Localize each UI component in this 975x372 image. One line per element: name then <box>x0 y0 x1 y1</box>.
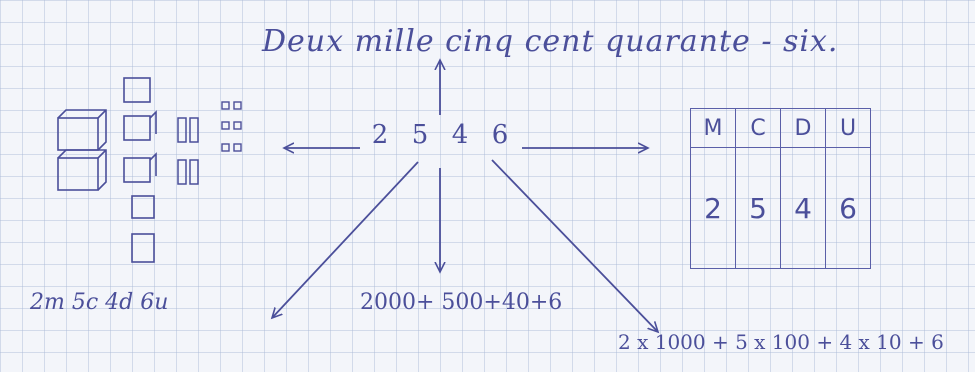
place-value-header-row: M C D U <box>690 108 871 148</box>
header-thousands: M <box>690 108 736 148</box>
header-tens: D <box>780 108 826 148</box>
cell-hundreds: 5 <box>735 147 781 269</box>
arrow-down-left <box>272 161 419 318</box>
decomposition-units: 2m 5c 4d 6u <box>30 290 169 315</box>
unit-cube <box>221 101 230 110</box>
arrows <box>272 60 658 332</box>
place-value-digit-row: 2 5 4 6 <box>690 147 871 269</box>
digit-units: 6 <box>491 120 509 150</box>
hundred-flat <box>131 233 155 263</box>
header-units: U <box>825 108 871 148</box>
cell-thousands: 2 <box>690 147 736 269</box>
thousand-cubes <box>57 109 107 191</box>
hundred-flat <box>123 77 151 103</box>
unit-cube <box>233 121 242 130</box>
digit-thousands: 2 <box>371 120 389 150</box>
unit-cube <box>233 101 242 110</box>
thousand-cube <box>57 109 107 151</box>
decomposition-multiplication: 2 x 1000 + 5 x 100 + 4 x 10 + 6 <box>618 330 944 354</box>
cell-tens: 4 <box>780 147 826 269</box>
hundred-flat <box>123 157 151 183</box>
unit-cube <box>233 143 242 152</box>
unit-cube <box>221 121 230 130</box>
thousand-cube <box>57 149 107 191</box>
ten-rods <box>177 117 199 185</box>
arrow-down-right <box>491 159 658 332</box>
header-hundreds: C <box>735 108 781 148</box>
ten-rod <box>177 117 187 143</box>
digit-hundreds: 5 <box>411 120 429 150</box>
place-value-table: M C D U 2 5 4 6 <box>690 108 871 269</box>
digit-tens: 4 <box>451 120 469 150</box>
number-in-words: Deux mille cinq cent quarante - six. <box>262 24 839 59</box>
hundred-flat <box>123 115 151 141</box>
unit-cube <box>221 143 230 152</box>
ten-rod <box>177 159 187 185</box>
decomposition-addition: 2000+ 500+40+6 <box>360 290 563 315</box>
ten-rod <box>189 159 199 185</box>
ten-rod <box>189 117 199 143</box>
hundred-flat <box>131 195 155 219</box>
hundred-flats <box>123 77 157 263</box>
cell-units: 6 <box>825 147 871 269</box>
unit-cubes <box>221 101 242 152</box>
